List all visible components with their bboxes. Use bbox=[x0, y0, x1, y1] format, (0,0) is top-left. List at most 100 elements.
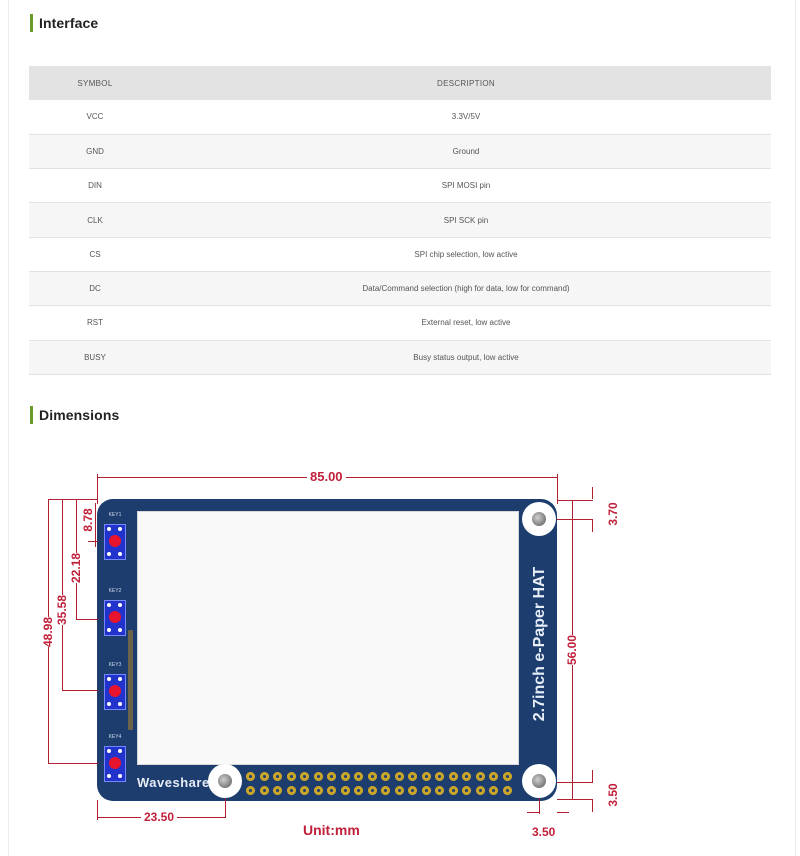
gpio-pin bbox=[502, 786, 512, 795]
gpio-pin bbox=[354, 772, 363, 781]
cell-description: External reset, low active bbox=[161, 305, 771, 341]
dim-ext-line bbox=[557, 782, 593, 783]
gpio-pin bbox=[435, 786, 444, 795]
interface-table: SYMBOL DESCRIPTION VCC 3.3V/5V GND Groun… bbox=[29, 66, 771, 375]
key4-label: KEY4 bbox=[108, 734, 122, 740]
gpio-pin bbox=[340, 772, 350, 781]
dim-height-label: 56.00 bbox=[565, 634, 579, 666]
dim-top-hole-label: 3.70 bbox=[606, 502, 620, 526]
gpio-pin bbox=[394, 772, 404, 781]
gpio-pin bbox=[475, 772, 485, 781]
key3-button: KEY3 bbox=[103, 662, 127, 712]
table-header-row: SYMBOL DESCRIPTION bbox=[29, 66, 771, 100]
dim-arrow bbox=[527, 812, 539, 813]
gpio-pin bbox=[259, 786, 269, 795]
table-row: GND Ground bbox=[29, 134, 771, 170]
dim-key3-label: 35.58 bbox=[55, 594, 69, 626]
gpio-pin bbox=[246, 772, 255, 781]
dim-key2-label: 22.18 bbox=[69, 552, 83, 584]
gpio-pin bbox=[381, 786, 390, 795]
pcb-board bbox=[97, 499, 557, 801]
dim-bottom-hole-h-label: 3.50 bbox=[532, 825, 556, 839]
gpio-pin bbox=[448, 786, 458, 795]
gpio-pin bbox=[489, 786, 498, 795]
header-description: DESCRIPTION bbox=[161, 66, 771, 100]
dim-ext-line bbox=[76, 619, 98, 620]
gpio-pin bbox=[408, 772, 417, 781]
gpio-pin bbox=[408, 786, 417, 795]
gpio-pin bbox=[489, 772, 498, 781]
dim-ext-line bbox=[48, 763, 98, 764]
heading-accent-bar bbox=[30, 14, 33, 32]
cell-description: SPI chip selection, low active bbox=[161, 237, 771, 272]
gpio-pin bbox=[381, 772, 390, 781]
mounting-hole-bottom-right bbox=[522, 764, 556, 798]
dim-line-height bbox=[572, 500, 573, 800]
cell-symbol: BUSY bbox=[29, 340, 161, 375]
dim-ext-line bbox=[97, 800, 98, 820]
fpc-connector bbox=[128, 630, 133, 730]
cell-symbol: CLK bbox=[29, 202, 161, 238]
table-row: VCC 3.3V/5V bbox=[29, 100, 771, 135]
gpio-pin bbox=[286, 772, 296, 781]
gpio-pin bbox=[259, 772, 269, 781]
key3-label: KEY3 bbox=[108, 662, 122, 668]
dim-arrow bbox=[592, 800, 593, 812]
gpio-pin bbox=[313, 772, 323, 781]
gpio-pin bbox=[273, 786, 282, 795]
cell-description: Data/Command selection (high for data, l… bbox=[161, 271, 771, 307]
dim-ext-line bbox=[88, 541, 98, 542]
key4-button: KEY4 bbox=[103, 734, 127, 784]
dim-arrow bbox=[592, 770, 593, 782]
gpio-pin bbox=[340, 786, 350, 795]
gpio-pin bbox=[435, 772, 444, 781]
dim-width-label: 85.00 bbox=[307, 469, 346, 484]
gpio-pin bbox=[421, 786, 431, 795]
cell-description: Busy status output, low active bbox=[161, 340, 771, 375]
gpio-pin bbox=[462, 786, 471, 795]
board-model-label: 2.7inch e-Paper HAT bbox=[531, 566, 548, 722]
cell-description: SPI SCK pin bbox=[161, 202, 771, 238]
dim-key4-label: 48.98 bbox=[41, 616, 55, 648]
key1-button: KEY1 bbox=[103, 512, 127, 562]
dim-arrow bbox=[592, 487, 593, 499]
header-symbol: SYMBOL bbox=[29, 66, 161, 100]
key2-button: KEY2 bbox=[103, 588, 127, 638]
gpio-pin bbox=[462, 772, 471, 781]
gpio-pin bbox=[394, 786, 404, 795]
mounting-hole-top-right bbox=[522, 502, 556, 536]
dim-ext-line bbox=[557, 799, 593, 800]
gpio-pin bbox=[354, 786, 363, 795]
cell-description: SPI MOSI pin bbox=[161, 168, 771, 204]
gpio-pin bbox=[475, 786, 485, 795]
gpio-pin bbox=[300, 786, 309, 795]
dim-ext-line bbox=[225, 798, 226, 818]
page-border-right bbox=[795, 0, 796, 856]
table-row: DIN SPI MOSI pin bbox=[29, 168, 771, 204]
gpio-pin bbox=[313, 786, 323, 795]
table-row: CS SPI chip selection, low active bbox=[29, 237, 771, 272]
cell-symbol: RST bbox=[29, 305, 161, 341]
board-brand-label: Waveshare bbox=[137, 775, 210, 790]
cell-symbol: DIN bbox=[29, 168, 161, 204]
gpio-pin bbox=[367, 772, 377, 781]
unit-label: Unit:mm bbox=[303, 822, 360, 838]
dim-ext-line bbox=[48, 499, 98, 500]
gpio-pin bbox=[327, 786, 336, 795]
key2-label: KEY2 bbox=[108, 588, 122, 594]
cell-symbol: CS bbox=[29, 237, 161, 272]
dim-line-width bbox=[97, 477, 557, 478]
dimensions-heading: Dimensions bbox=[30, 405, 119, 425]
table-row: BUSY Busy status output, low active bbox=[29, 340, 771, 375]
table-row: DC Data/Command selection (high for data… bbox=[29, 271, 771, 307]
dim-ext-line bbox=[97, 474, 98, 504]
cell-description: Ground bbox=[161, 134, 771, 170]
cell-description: 3.3V/5V bbox=[161, 100, 771, 135]
dim-line-key4 bbox=[48, 499, 49, 764]
gpio-pin bbox=[448, 772, 458, 781]
dim-bottom-hole-v-label: 3.50 bbox=[606, 783, 620, 807]
gpio-pin bbox=[286, 786, 296, 795]
dimensions-heading-text: Dimensions bbox=[39, 407, 120, 423]
gpio-pin bbox=[273, 772, 282, 781]
gpio-pin bbox=[421, 772, 431, 781]
